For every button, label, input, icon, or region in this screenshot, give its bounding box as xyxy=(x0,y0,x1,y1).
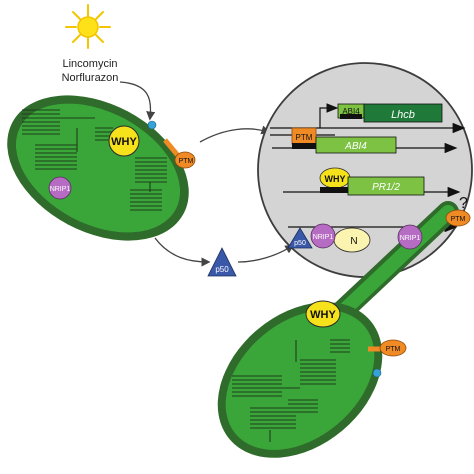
nrip1-label-top: NRIP1 xyxy=(50,186,71,193)
thylakoid-stacks-bottom xyxy=(232,339,350,442)
sun-icon xyxy=(65,4,111,49)
nrip1-nucleus-label: NRIP1 xyxy=(313,234,334,241)
why-label-bottom: WHY xyxy=(310,309,336,321)
arrow-to-nucleus-top xyxy=(199,125,271,143)
why-label-top: WHY xyxy=(111,136,137,148)
nucleus: ABI4 Lhcb PTM ABI4 WHY PR1/2 p50 xyxy=(257,62,473,278)
stimulus-line-2: Norflurazon xyxy=(62,72,119,84)
ptm-tf-label: PTM xyxy=(296,133,313,142)
svg-text:p50: p50 xyxy=(215,265,229,274)
gene-abi4: PTM ABI4 xyxy=(272,127,458,154)
ptm-label-bottom: PTM xyxy=(386,346,401,353)
question-mark: ? xyxy=(459,195,468,212)
arrow-to-p50 xyxy=(154,237,211,267)
why-tf-label: WHY xyxy=(325,174,346,184)
chloroplast-top: WHY NRIP1 PTM xyxy=(7,95,196,241)
svg-text:PTM: PTM xyxy=(451,216,466,223)
stimulus-arrow xyxy=(119,81,156,121)
nrip1-stromule: NRIP1 xyxy=(397,224,423,250)
abi4-gene-label: ABI4 xyxy=(344,141,367,152)
p50-nucleus-label: p50 xyxy=(294,240,306,247)
gene-lhcb: ABI4 Lhcb xyxy=(270,103,466,136)
lhcb-gene-label: Lhcb xyxy=(391,109,415,121)
thylakoid-stacks-top xyxy=(22,109,167,211)
arrow-p50-to-nucleus xyxy=(237,244,295,263)
chloroplast-bottom: WHY PTM xyxy=(217,201,459,458)
n-protein-label: N xyxy=(350,236,357,247)
ptm-label-top: PTM xyxy=(179,158,194,165)
pr12-gene-label: PR1/2 xyxy=(372,182,400,193)
gene-pr12: WHY PR1/2 xyxy=(283,167,461,198)
ptm-stromule-tip: PTM xyxy=(445,209,471,227)
abi4-tf-label: ABI4 xyxy=(342,107,360,116)
svg-text:NRIP1: NRIP1 xyxy=(400,235,421,242)
stimulus-line-1: Lincomycin xyxy=(62,58,117,70)
p50-free: p50 xyxy=(207,247,237,277)
